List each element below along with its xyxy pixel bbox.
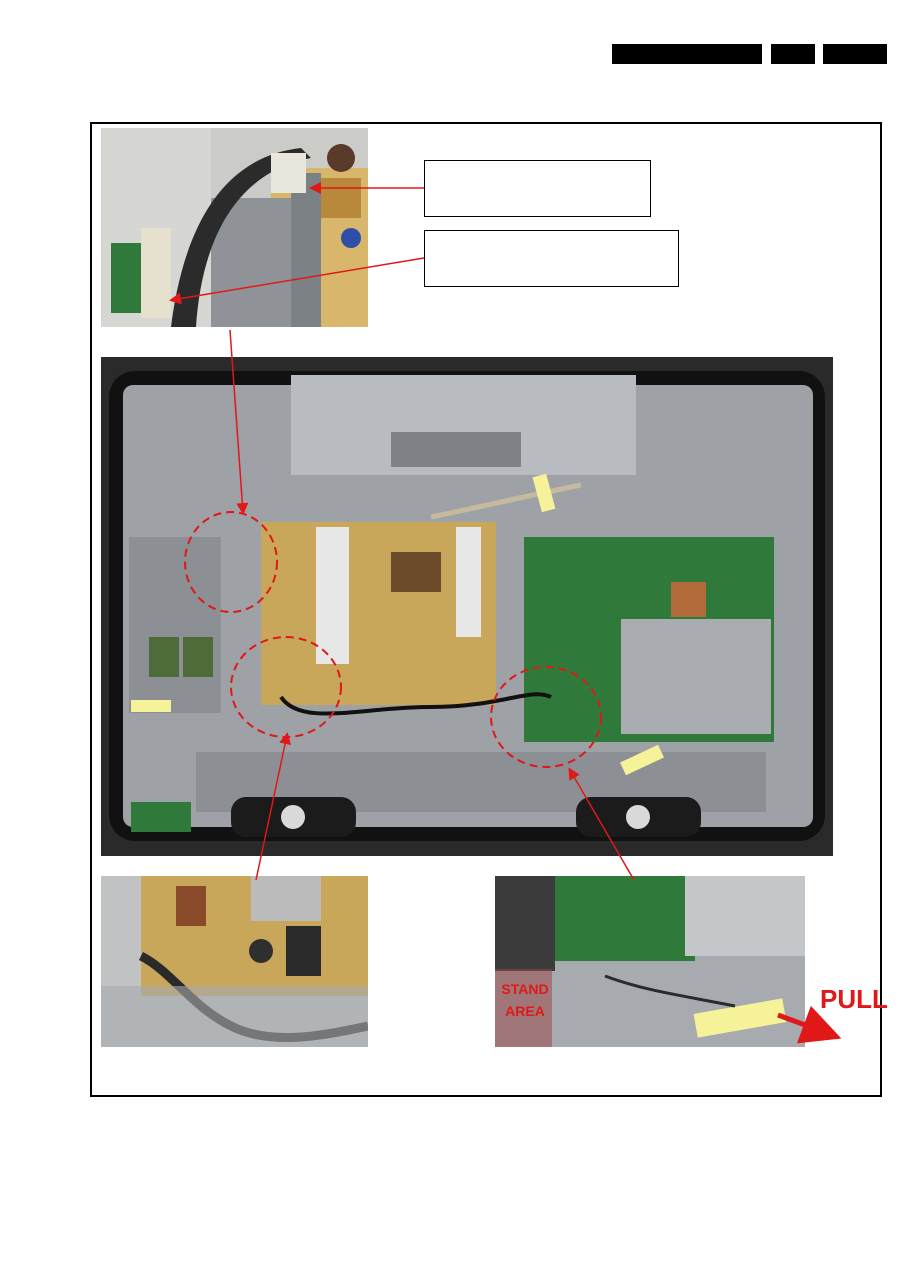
header-box-page [823, 44, 887, 64]
callout-top [424, 160, 651, 217]
header-box-section [771, 44, 815, 64]
photo-cable-closeup [101, 128, 368, 327]
header-box-model [612, 44, 762, 64]
callout-bottom [424, 230, 679, 287]
pull-label: PULL [820, 984, 888, 1014]
photo-psu-closeup [101, 876, 368, 1047]
figure-frame [90, 122, 882, 1097]
photo-stand-area: STAND AREA [495, 876, 805, 1047]
stand-area-label: STAND AREA [501, 981, 549, 1019]
photo-tv-chassis [101, 357, 833, 856]
